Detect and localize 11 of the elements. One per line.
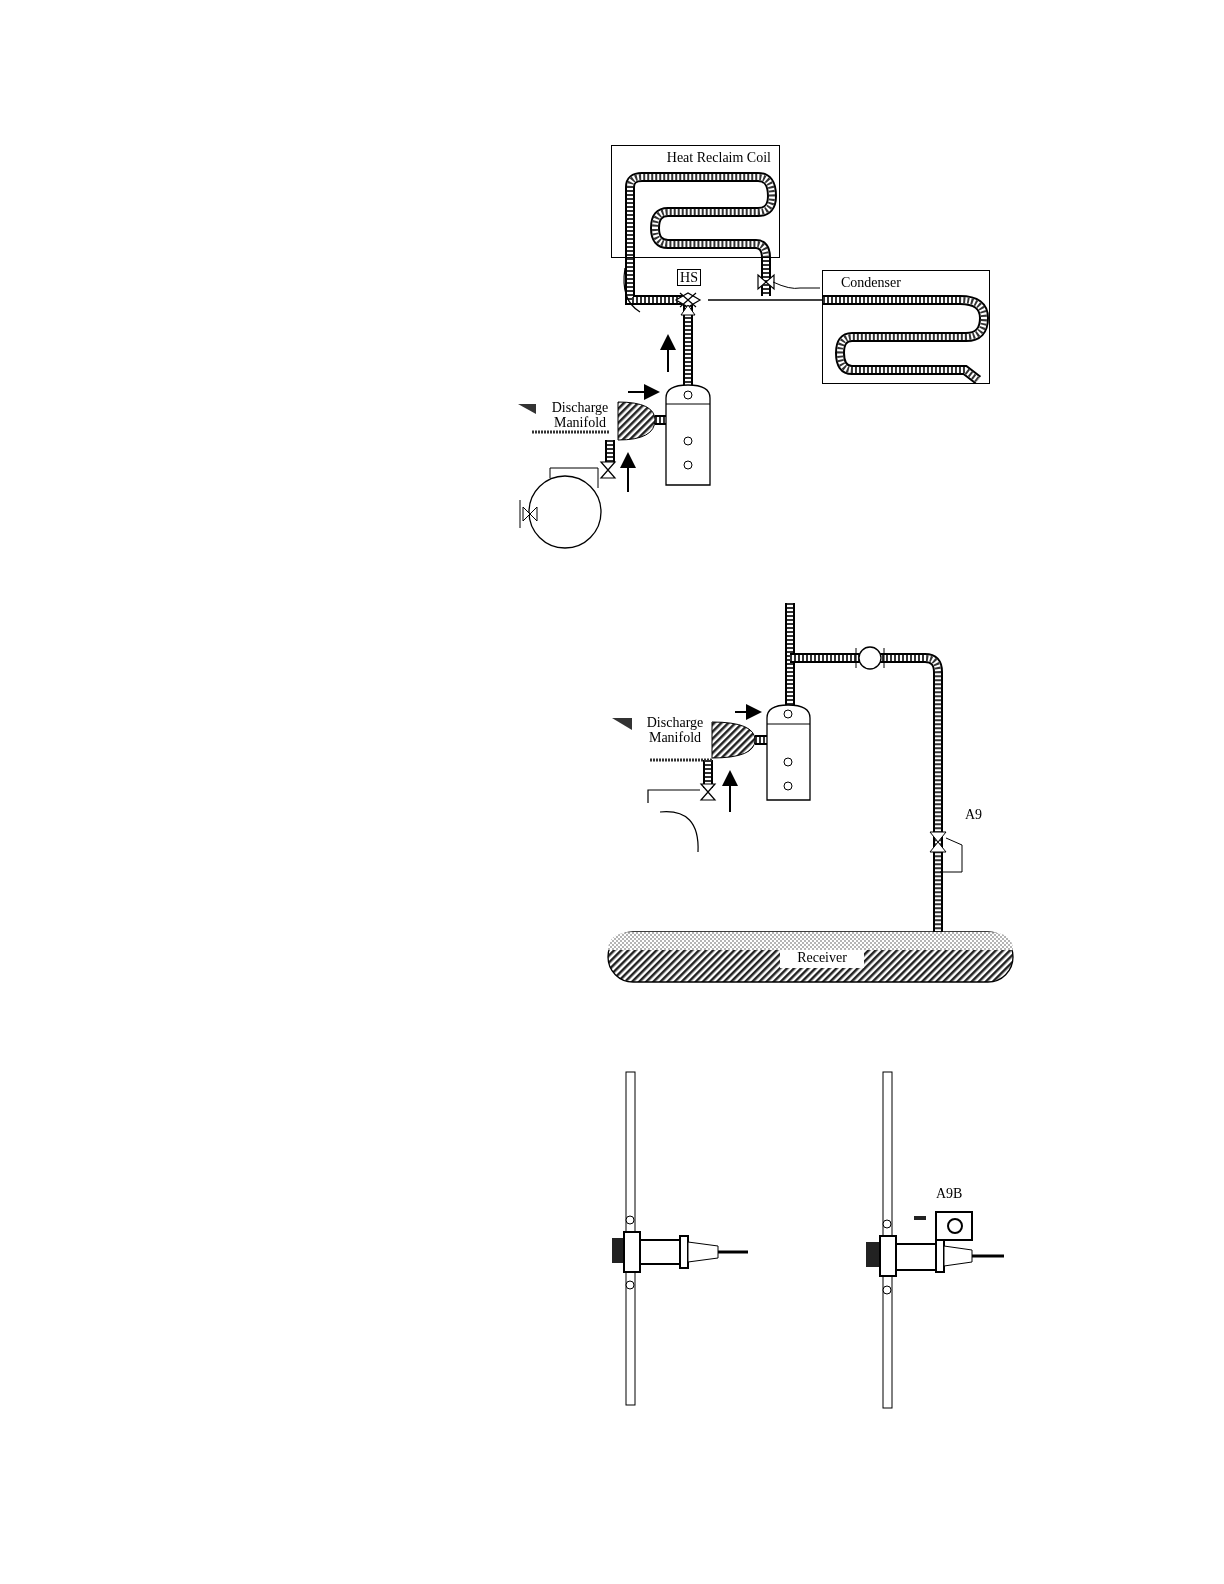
coil-box (611, 145, 780, 258)
tank-label: Receiver (797, 950, 847, 965)
manifold-label: Discharge Manifold (645, 715, 705, 745)
valve-label: HS (680, 270, 698, 285)
pipe-line (707, 299, 823, 301)
component-label: Heat Reclaim Coil (666, 150, 771, 165)
valve-label: A9B (936, 1186, 963, 1201)
valve-label: A9 (965, 807, 983, 822)
condenser-box (822, 270, 990, 384)
manifold-label: Discharge Manifold (550, 400, 610, 430)
component-label: Condenser (841, 275, 901, 290)
